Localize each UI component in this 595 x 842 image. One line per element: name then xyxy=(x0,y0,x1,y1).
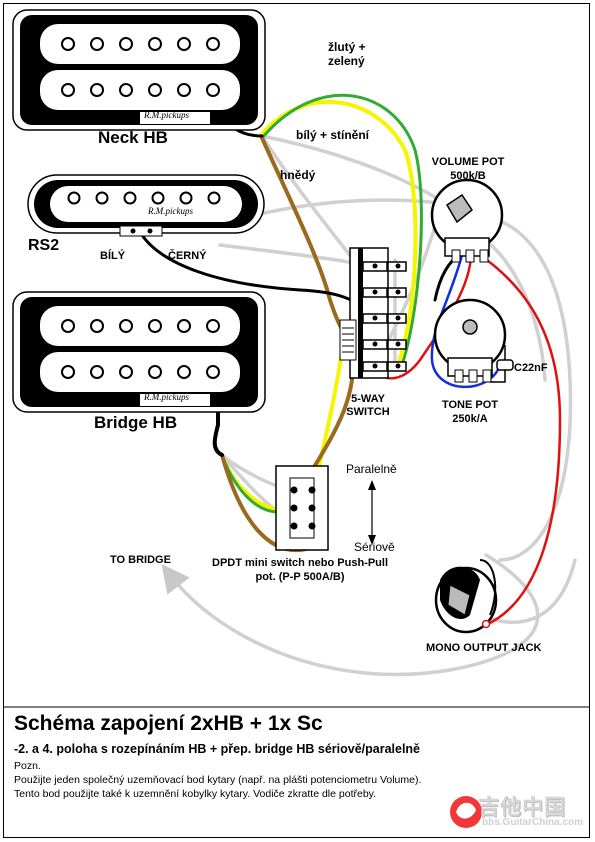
five-way-switch xyxy=(339,247,407,379)
neck-brand-label: R.M.pickups xyxy=(144,110,189,120)
to-bridge-label: TO BRIDGE xyxy=(110,554,171,566)
series-label: Sériově xyxy=(354,540,395,554)
wire-blue-vol-tone xyxy=(430,253,502,389)
logo-url[interactable]: bbs.GuitarChina.com xyxy=(482,817,584,828)
wire-gray-to-bridge xyxy=(161,553,540,677)
wire-yellow-neck xyxy=(260,99,418,367)
note-line-2: Tento bod použijte také k uzemnění kobyl… xyxy=(14,788,377,800)
capacitor xyxy=(490,345,514,383)
diagram-title: Schéma zapojení 2xHB + 1x Sc xyxy=(14,712,323,735)
label-brown: hnědý xyxy=(280,168,316,182)
blue-wires xyxy=(430,253,502,389)
tone-pot-label: TONE POT 250k/A xyxy=(441,399,499,425)
wire-green-neck xyxy=(260,93,423,367)
wire-red-vol-jack xyxy=(478,253,562,627)
label-yellow-green: žlutý + zelený xyxy=(328,40,366,68)
wire-gray-vol-jack xyxy=(458,212,573,562)
logo-graphic xyxy=(450,796,482,828)
note-heading: Pozn. xyxy=(14,760,41,772)
volume-pot-label: VOLUME POT 500k/B xyxy=(431,156,505,182)
volume-pot xyxy=(430,178,504,263)
capacitor-label: C22nF xyxy=(514,362,548,374)
diagram-frame xyxy=(3,3,590,838)
bridge-pickup-label: Bridge HB xyxy=(94,413,178,432)
parallel-label: Paralelně xyxy=(346,462,397,476)
output-jack xyxy=(434,559,498,634)
rs2-single-coil xyxy=(27,174,265,237)
label-white-shield: bílý + stínění xyxy=(296,128,370,142)
bridge-brand-label: R.M.pickups xyxy=(144,392,189,402)
note-line-1: Použijte jeden společný uzemňovací bod k… xyxy=(14,774,422,786)
dpdt-label: DPDT mini switch nebo Push-Pull pot. (P-… xyxy=(212,557,389,583)
logo-text: 吉他中国 xyxy=(478,795,566,819)
neck-pickup-label: Neck HB xyxy=(98,128,168,147)
diagram-subtitle: -2. a 4. poloha s rozepínáním HB + přep.… xyxy=(14,742,421,756)
label-white: BÍLÝ xyxy=(100,250,126,262)
switch-label: 5-WAY SWITCH xyxy=(346,393,390,418)
tone-pot xyxy=(433,298,507,383)
rs2-pickup-label: RS2 xyxy=(28,237,60,254)
label-black: ČERNÝ xyxy=(168,250,207,262)
neck-humbucker xyxy=(12,9,266,131)
wire-black-bridge-lead xyxy=(212,396,224,457)
output-jack-label: MONO OUTPUT JACK xyxy=(426,642,542,654)
bridge-humbucker xyxy=(12,291,266,413)
mode-arrow xyxy=(368,480,376,545)
dpdt-switch xyxy=(275,465,329,551)
rs2-brand-label: R.M.pickups xyxy=(148,206,193,216)
